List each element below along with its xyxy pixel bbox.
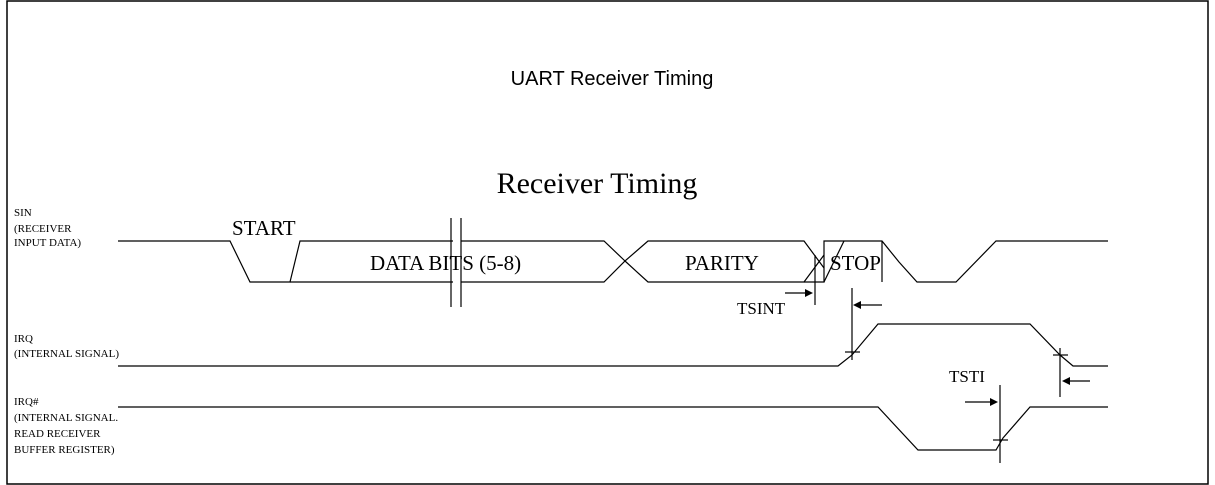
irq-line	[118, 323, 1108, 367]
irq-n-label-line: (INTERNAL SIGNAL.	[14, 412, 118, 424]
tsti-label: TSTI	[949, 367, 985, 386]
irq-label-line: IRQ	[14, 333, 33, 345]
sin-idle-to-start	[118, 240, 453, 283]
diagram-title: UART Receiver Timing	[511, 68, 714, 90]
sin-label-line: (RECEIVER	[14, 223, 72, 235]
start-label: START	[232, 216, 296, 240]
tsti-arrowhead	[990, 398, 998, 406]
tsint-marker: TSINT	[737, 289, 813, 318]
irq-rise-arrowhead	[853, 301, 861, 309]
diagram-frame	[6, 0, 1209, 485]
sin-stop-and-idle	[804, 240, 1108, 283]
irq-n-label-line: IRQ#	[14, 396, 39, 408]
data-bits-label: DATA BITS (5-8)	[370, 251, 521, 275]
sin-label-line: SIN	[14, 207, 32, 219]
irq-n-label-line: READ RECEIVER	[14, 428, 101, 440]
irq-n-label-line: BUFFER REGISTER)	[14, 444, 115, 456]
irq-label-line: (INTERNAL SIGNAL)	[14, 348, 119, 360]
sin-label-line: INPUT DATA)	[14, 237, 81, 249]
irq-n-label: IRQ# (INTERNAL SIGNAL. READ RECEIVER BUF…	[14, 396, 118, 456]
sin-waveform	[118, 218, 1108, 307]
irq-fall-arrowhead	[1062, 377, 1070, 385]
tsint-label: TSINT	[737, 299, 786, 318]
sin-parity-stop-cross	[823, 240, 845, 283]
irq-waveform	[118, 288, 1108, 397]
sin-data-low-after-break	[461, 254, 825, 283]
irq-n-line	[118, 406, 1108, 451]
irq-label: IRQ (INTERNAL SIGNAL)	[14, 333, 119, 360]
diagram-subtitle: Receiver Timing	[497, 167, 698, 200]
irq-n-waveform: TSTI	[118, 367, 1108, 463]
stop-label: STOP	[830, 251, 881, 275]
parity-label: PARITY	[685, 251, 759, 275]
sin-label: SIN (RECEIVER INPUT DATA)	[14, 207, 81, 249]
sin-data-high-after-break	[461, 240, 825, 269]
tsint-arrowhead	[805, 289, 813, 297]
